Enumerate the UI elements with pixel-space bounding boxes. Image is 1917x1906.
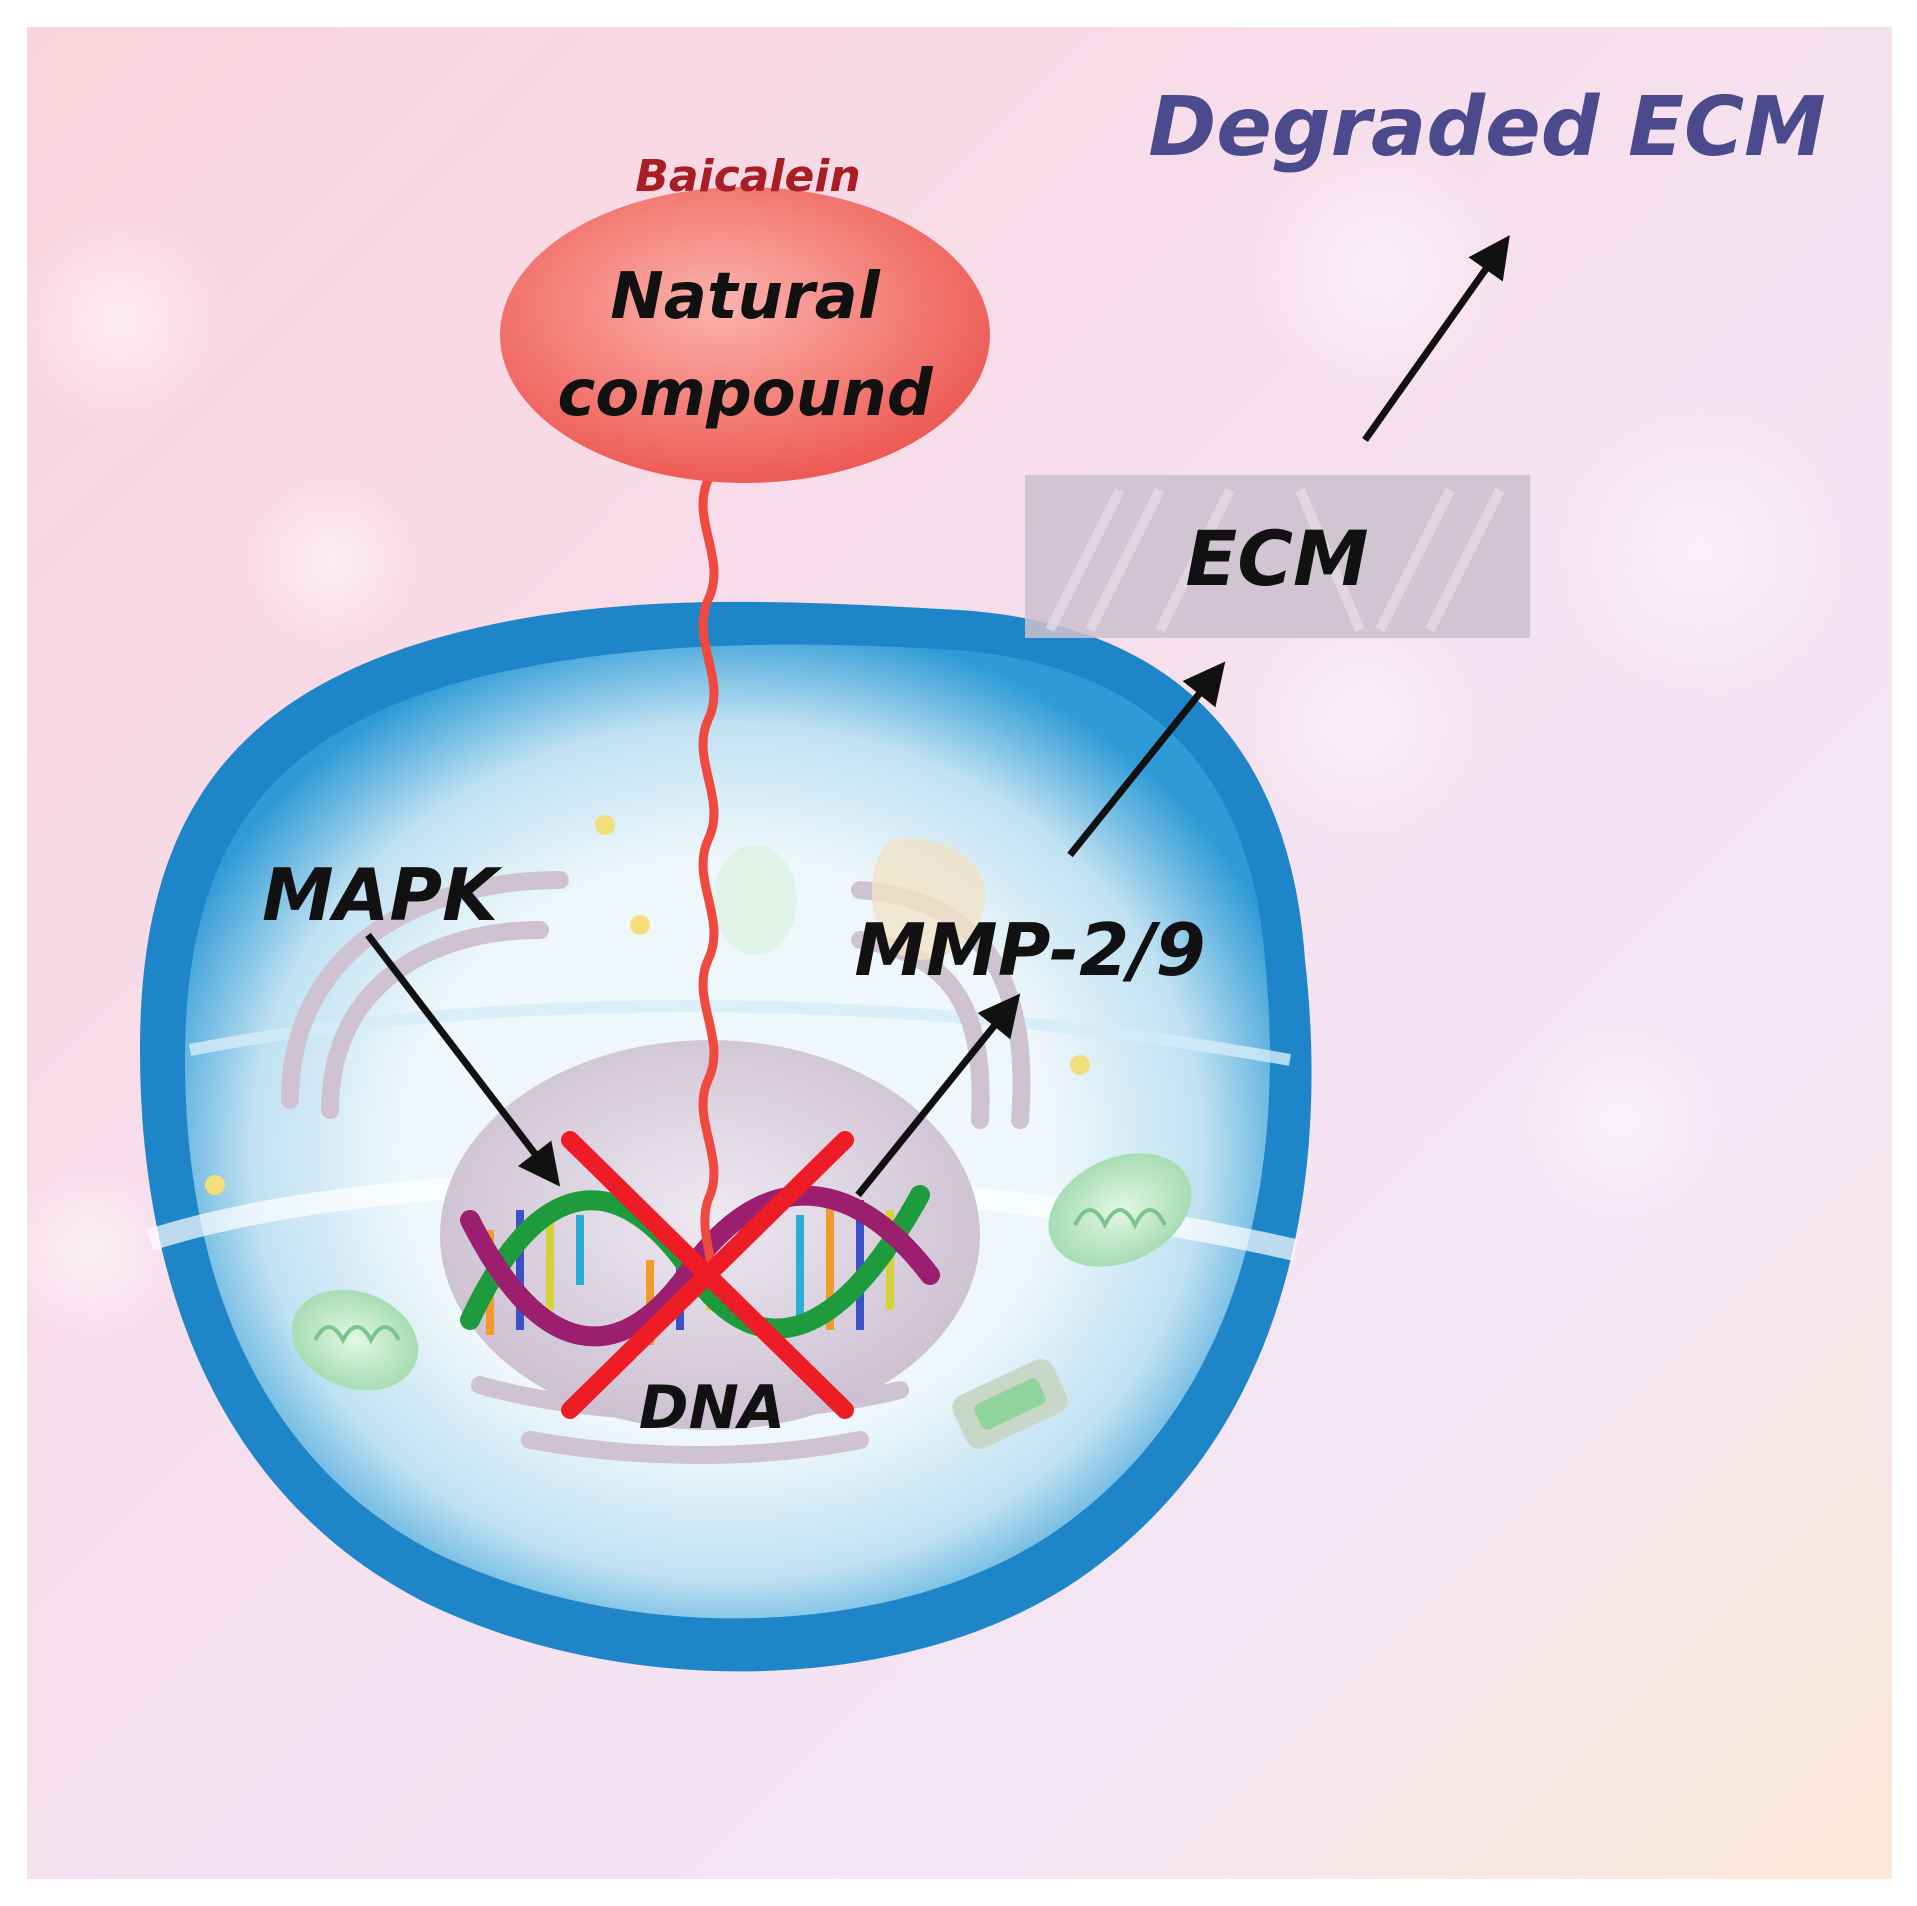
ecm-node: [1025, 475, 1530, 638]
golgi-vesicle: [871, 838, 986, 960]
mitochondria-icon: [291, 1153, 1192, 1391]
natural-compound-node: [500, 187, 990, 483]
inhibit-x-icon: [561, 1131, 854, 1419]
natural-compound-label-line2: compound: [557, 357, 934, 431]
arrows: [365, 235, 1510, 1198]
arrow-mapk-to-dna: [365, 932, 561, 1187]
dna-label: DNA: [639, 1373, 785, 1443]
arrow-mmp-to-ecm: [1067, 661, 1226, 858]
natural-compound-label-line1: Natural: [610, 260, 881, 334]
mapk-label: MAPK: [262, 853, 503, 937]
bokeh-circles: [0, 140, 1850, 1340]
baicalein-label: Baicalein: [635, 151, 860, 202]
ecm-label: ECM: [1185, 514, 1368, 603]
granules: [205, 815, 1090, 1195]
arrow-ecm-to-degraded: [1362, 235, 1510, 443]
vesicle: [713, 845, 797, 955]
degraded-ecm-label: Degraded ECM: [1148, 80, 1826, 175]
arrow-dna-to-mmp: [855, 993, 1021, 1198]
centriole: [952, 1359, 1068, 1449]
mmp-label: MMP-2/9: [854, 908, 1205, 992]
compound-tether: [698, 475, 719, 1265]
cell: [140, 601, 1312, 1672]
